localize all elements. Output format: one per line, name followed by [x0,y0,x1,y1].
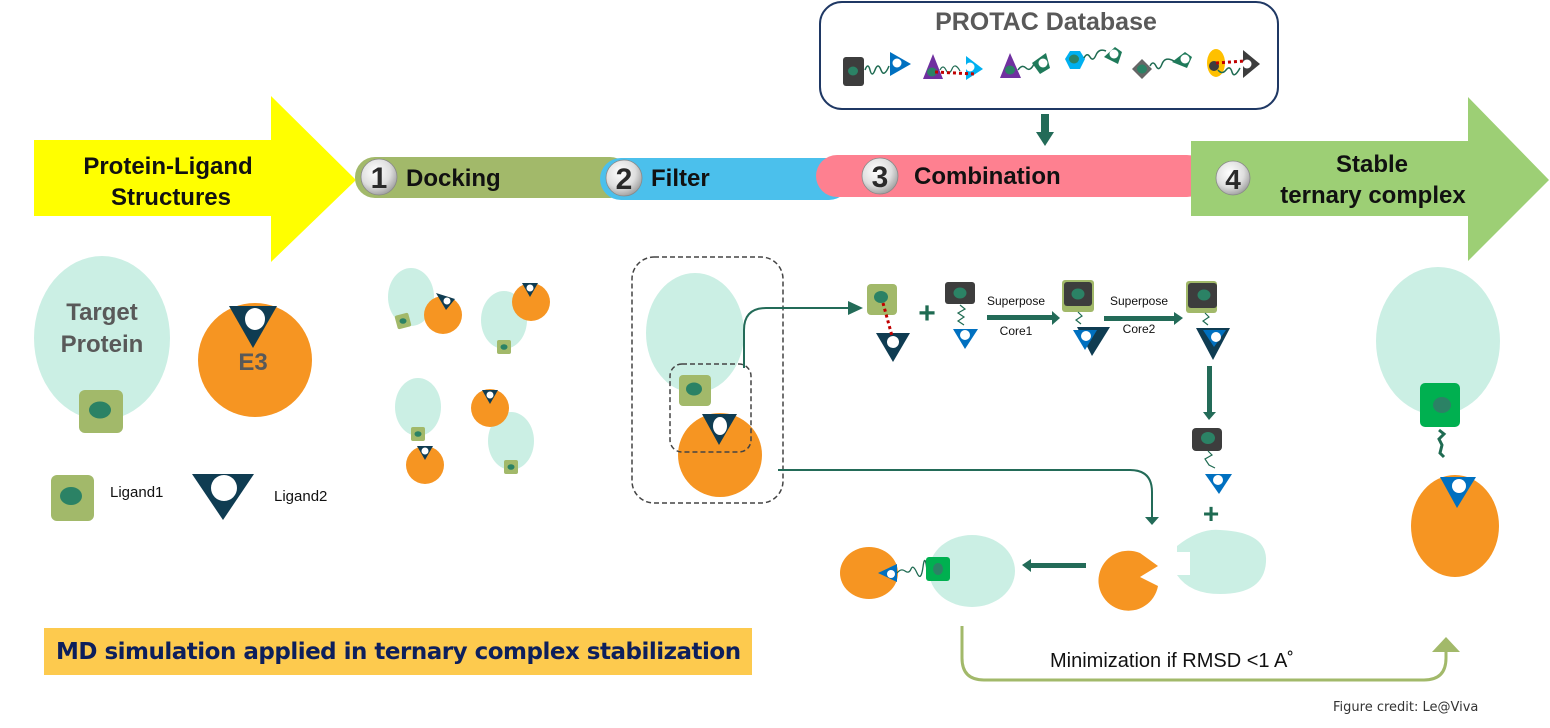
step-2-label: Filter [651,165,710,192]
combination-row: + Superpose Core1 Superpose Core2 [867,280,1230,362]
docking-poses [388,268,550,484]
step-3-label: Combination [914,163,1061,190]
protein-ligand-structures-arrow: Protein-Ligand Structures [34,96,356,262]
minimization-label: Minimization if RMSD <1 A˚ [1050,650,1294,672]
filter-selection [631,256,784,504]
md-simulation-banner: MD simulation applied in ternary complex… [44,628,752,675]
step-stable-ternary-complex: 4 Stable ternary complex [1191,97,1549,261]
ligand2-legend: Ligand2 [192,474,327,520]
filter-to-combination-arrow [743,307,850,368]
protac-candidate: + [1177,428,1267,594]
protac-database-title: PROTAC Database [935,8,1157,36]
protac-molecule-5 [1132,52,1192,79]
protac-database-box: PROTAC Database [819,1,1279,110]
combination-down-arrowhead [1203,412,1216,420]
assembly-left-arrow [1030,563,1086,568]
filter-to-e3-arrow [778,469,1153,518]
step-4-label-line2: ternary complex [1280,182,1466,209]
ligand2-label: Ligand2 [274,488,327,505]
ligand1-label: Ligand1 [110,484,163,501]
plus-sign-2: + [1203,498,1219,529]
superpose-core2-bottom: Core2 [1123,322,1156,336]
filter-to-combination-arrowhead [848,301,863,315]
assembly-left-arrowhead [1022,559,1031,572]
e3-label: E3 [238,349,267,376]
protac-molecule-3 [1000,53,1050,78]
e3-pacman [1098,550,1158,611]
protac-molecule-2 [923,54,983,80]
target-protein-label-line2: Protein [61,331,144,358]
e3-ligase-legend: E3 [198,303,312,417]
minimization-arrow: Minimization if RMSD <1 A˚ [960,626,1460,682]
figure-credit: Figure credit: Le@Viva [1333,700,1479,715]
protac-molecule-1 [843,52,911,86]
target-protein-label-line1: Target [66,299,138,326]
step-1-number: 1 [371,162,388,195]
superpose-core1-bottom: Core1 [1000,324,1033,338]
step-filter: 2 Filter [600,158,850,200]
target-protein-legend: Target Protein [34,256,170,433]
stable-ternary-complex [1376,267,1500,577]
step-4-number: 4 [1225,164,1241,195]
step-1-label: Docking [406,165,501,192]
start-label-line2: Structures [111,184,231,211]
database-down-arrow [1036,114,1054,146]
assembled-ternary-complex [840,535,1015,607]
ligand1-legend: Ligand1 [51,475,163,521]
superpose-core1-top: Superpose [987,294,1045,308]
step-4-label-line1: Stable [1336,151,1408,178]
filter-to-e3-arrowhead [1145,517,1159,525]
start-label-line1: Protein-Ligand [83,153,252,180]
protac-molecule-6 [1207,49,1260,78]
step-combination: 3 Combination [816,155,1208,197]
superpose-core2-top: Superpose [1110,294,1168,308]
plus-sign-1: + [918,297,936,330]
step-3-number: 3 [872,161,889,194]
protac-molecule-4 [1065,47,1122,69]
step-2-number: 2 [616,163,633,196]
step-docking: 1 Docking [355,157,630,198]
combination-down-arrow [1207,366,1212,414]
